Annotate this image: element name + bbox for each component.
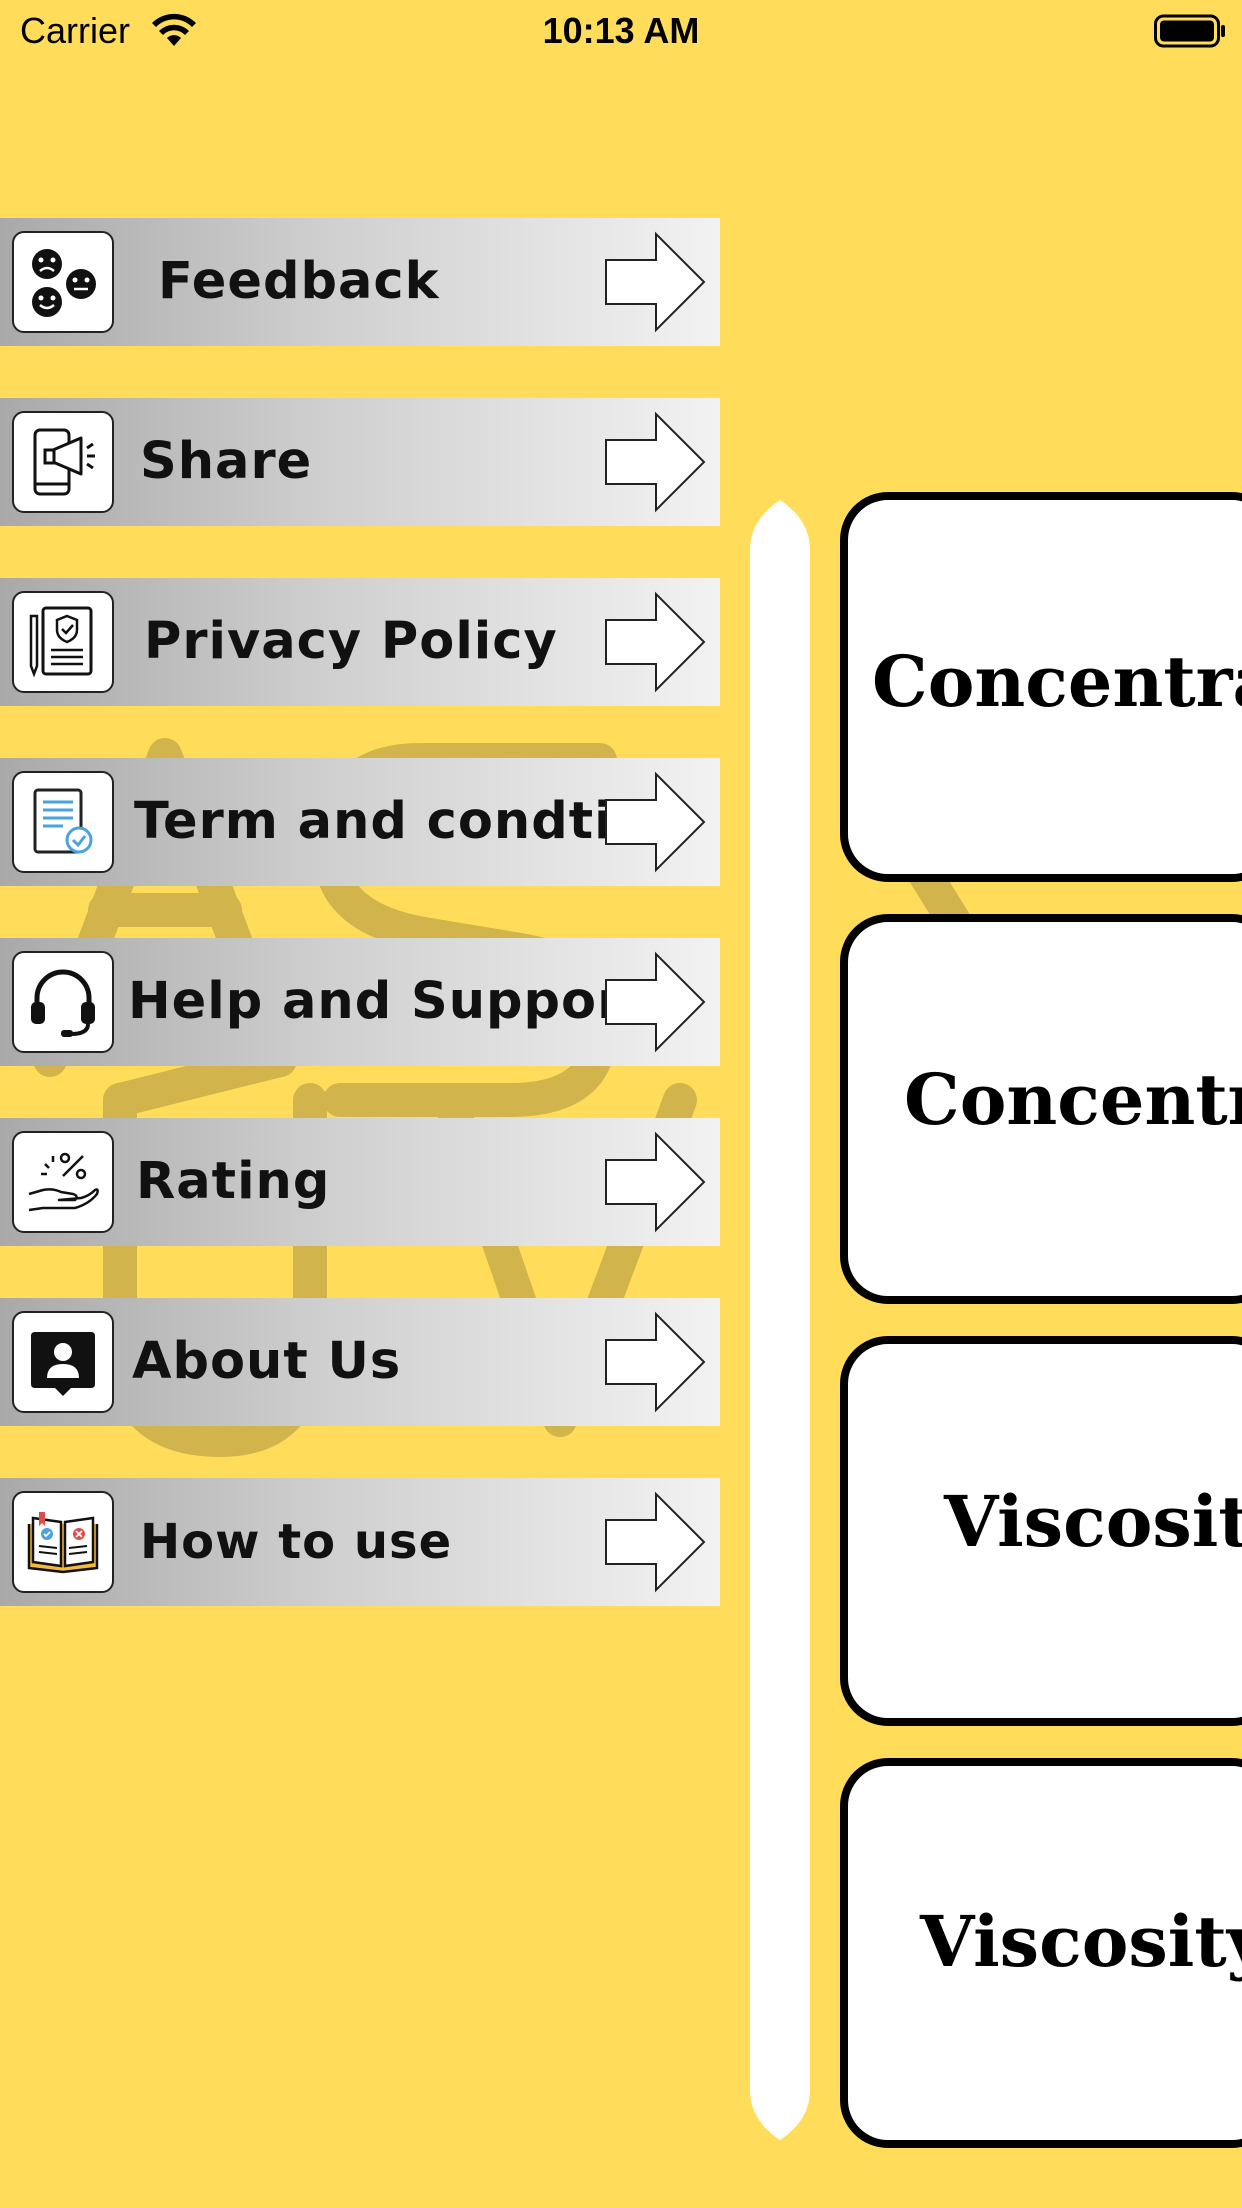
- menu-item-label: Privacy Policy: [144, 612, 558, 671]
- arrow-right-icon: [605, 411, 706, 513]
- menu-item-rating[interactable]: Rating: [0, 1118, 720, 1246]
- menu-item-terms[interactable]: Term and condtion: [0, 758, 720, 886]
- rating-hand-icon: [12, 1131, 114, 1233]
- terms-document-icon: [12, 771, 114, 873]
- menu-item-label: How to use: [140, 1514, 453, 1570]
- menu-item-about-us[interactable]: About Us: [0, 1298, 720, 1426]
- privacy-document-icon: [12, 591, 114, 693]
- feedback-faces-icon: [12, 231, 114, 333]
- contact-card-icon: [12, 1311, 114, 1413]
- menu-item-label: Rating: [136, 1152, 331, 1211]
- carrier-label: Carrier: [20, 10, 131, 51]
- menu-item-label: Term and condtion: [134, 792, 686, 851]
- card-title: Viscosit: [944, 1480, 1242, 1563]
- menu-item-share[interactable]: Share: [0, 398, 720, 526]
- guide-book-icon: [12, 1491, 114, 1593]
- card-viscosity-2[interactable]: Viscosity: [840, 1758, 1242, 2148]
- arrow-right-icon: [605, 1491, 706, 1593]
- wifi-icon: [152, 13, 196, 46]
- status-bar: Carrier 10:13 AM: [0, 0, 1242, 62]
- menu-item-feedback[interactable]: Feedback: [0, 218, 720, 346]
- menu-item-label: Share: [140, 432, 313, 491]
- menu-item-how-to-use[interactable]: How to use: [0, 1478, 720, 1606]
- arrow-right-icon: [605, 771, 706, 873]
- headset-icon: [12, 951, 114, 1053]
- battery-icon: [1154, 14, 1225, 48]
- card-title: Concentr: [904, 1058, 1242, 1141]
- card-title: Concentra: [872, 640, 1242, 723]
- arrow-right-icon: [605, 951, 706, 1053]
- card-concentration-1[interactable]: Concentra: [840, 492, 1242, 882]
- divider-pill: [750, 500, 810, 2140]
- card-viscosity-1[interactable]: Viscosit: [840, 1336, 1242, 1726]
- arrow-right-icon: [605, 1311, 706, 1413]
- menu-item-label: Feedback: [158, 252, 440, 311]
- menu-item-label: Help and Support: [128, 972, 649, 1031]
- arrow-right-icon: [605, 231, 706, 333]
- card-title: Viscosity: [920, 1900, 1242, 1983]
- menu-item-privacy-policy[interactable]: Privacy Policy: [0, 578, 720, 706]
- card-concentration-2[interactable]: Concentr: [840, 914, 1242, 1304]
- status-time: 10:13 AM: [542, 10, 700, 51]
- menu-item-help-support[interactable]: Help and Support: [0, 938, 720, 1066]
- menu-item-label: About Us: [132, 1332, 402, 1391]
- arrow-right-icon: [605, 591, 706, 693]
- arrow-right-icon: [605, 1131, 706, 1233]
- share-megaphone-icon: [12, 411, 114, 513]
